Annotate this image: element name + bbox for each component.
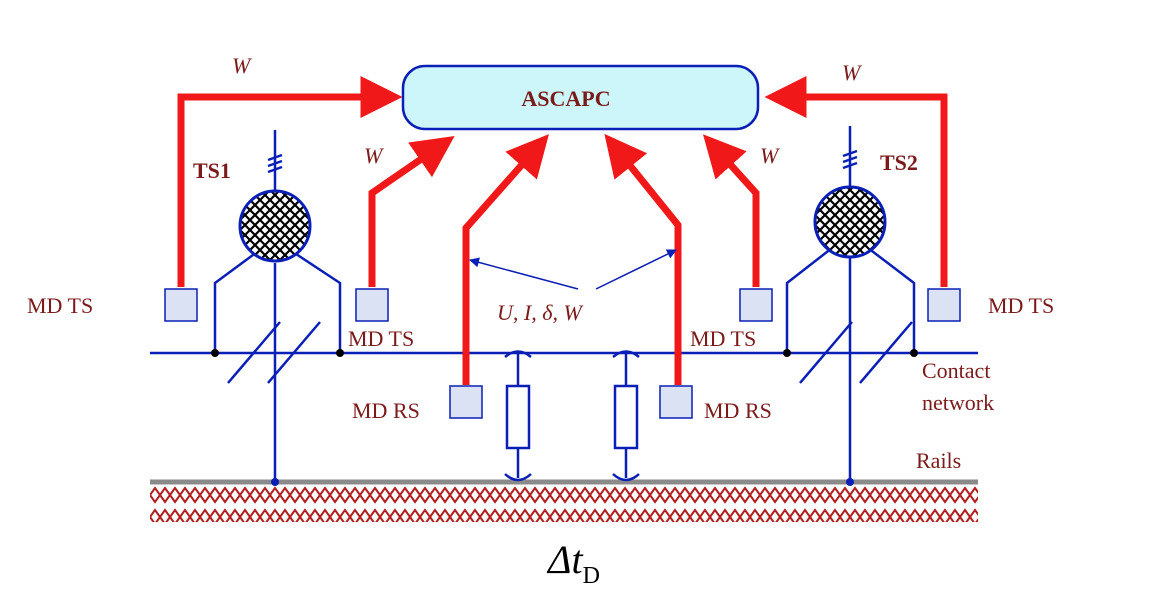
signal-outer-left [177, 76, 403, 287]
w-label-top-left: W [232, 53, 252, 78]
ts1-wiring [211, 130, 344, 486]
delta-t-subscript: D [583, 563, 600, 589]
contact-network-label-1: Contact [922, 358, 990, 383]
signal-rs-right [604, 133, 682, 385]
w-label-mid-right: W [760, 143, 780, 168]
ascapc-label: ASCAPC [521, 86, 610, 111]
w-label-top-right: W [842, 60, 862, 85]
md-rs-left-box [449, 385, 483, 419]
resistor-left [504, 350, 532, 482]
signal-rs-left [462, 134, 549, 385]
md-ts-outer-right-box [927, 288, 961, 322]
md-ts-inner-right-box [739, 288, 773, 322]
md-ts-inner-right-label: MD TS [690, 326, 756, 351]
ascapc-block [401, 64, 760, 131]
ts1-transformer [238, 189, 312, 263]
md-ts-inner-left-label: MD TS [348, 326, 414, 351]
ts1-label: TS1 [193, 158, 231, 183]
resistor-right [612, 350, 640, 482]
delta-t-main: Δt [546, 537, 583, 582]
delta-t-formula: ΔtD [546, 537, 600, 589]
signal-inner-right [702, 134, 760, 287]
rails-label: Rails [916, 448, 961, 473]
ts2-transformer [813, 185, 887, 259]
md-ts-outer-right-label: MD TS [988, 293, 1054, 318]
param-arrow-left [469, 257, 579, 290]
ts2-label: TS2 [880, 150, 918, 175]
ground-hatch [150, 486, 978, 522]
signal-inner-left [368, 136, 455, 287]
measured-params-label: U, I, δ, W [497, 300, 583, 325]
w-label-mid-left: W [364, 143, 384, 168]
signal-outer-right [764, 76, 948, 287]
md-ts-outer-left-box [164, 288, 198, 322]
md-rs-right-label: MD RS [704, 398, 772, 423]
param-arrow-right [595, 249, 677, 290]
md-rs-left-label: MD RS [352, 398, 420, 423]
md-ts-inner-left-box [355, 288, 389, 322]
ts2-wiring [783, 126, 918, 486]
md-rs-right-box [659, 385, 693, 419]
md-ts-outer-left-label: MD TS [27, 293, 93, 318]
contact-network-label-2: network [922, 390, 994, 415]
